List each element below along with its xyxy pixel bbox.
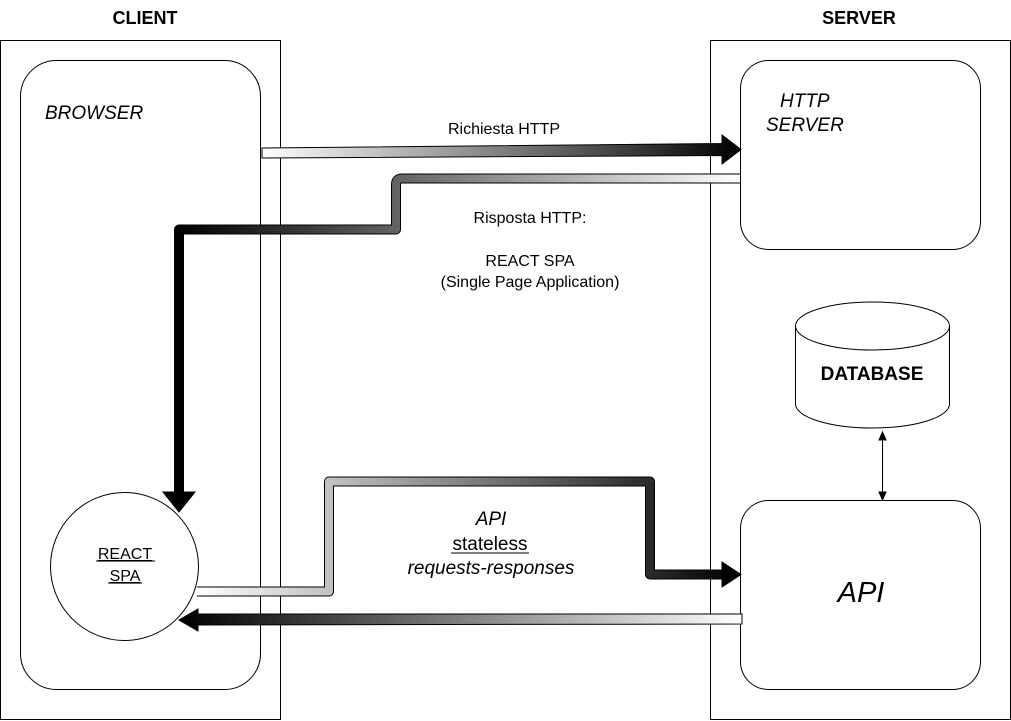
api-flow-label-line2: stateless xyxy=(453,534,528,555)
http-response-label-line2: REACT SPA xyxy=(485,253,575,270)
http-response-label-line3: (Single Page Application) xyxy=(441,274,620,291)
http-response-label-line1: Risposta HTTP: xyxy=(474,210,587,227)
client-title: CLIENT xyxy=(113,8,178,28)
browser-box xyxy=(20,60,261,690)
client-frame xyxy=(0,40,281,720)
react-spa-label-line2: SPA xyxy=(110,568,141,585)
react-spa-label-line1: REACT xyxy=(98,546,152,563)
server-title: SERVER xyxy=(822,8,896,28)
database-label: DATABASE xyxy=(821,364,924,385)
api-box-label: API xyxy=(836,577,885,609)
database-cylinder xyxy=(795,301,950,429)
api-flow-label-line1: API xyxy=(475,509,507,530)
api-response-arrow xyxy=(178,608,743,632)
api-request-arrow xyxy=(197,476,742,597)
http-server-label-line1: HTTP xyxy=(780,91,830,112)
http-request-label: Richiesta HTTP xyxy=(448,121,560,138)
api-flow-label-line3: requests-responses xyxy=(408,558,575,579)
http-response-arrow xyxy=(161,173,740,513)
http-request-arrow xyxy=(261,133,742,166)
api-box xyxy=(740,500,981,690)
http-server-label-line2: SERVER xyxy=(766,115,844,136)
react-spa-circle xyxy=(50,492,199,641)
database-api-connector xyxy=(878,430,887,502)
browser-label: BROWSER xyxy=(45,103,143,124)
http-server-box xyxy=(740,60,981,250)
